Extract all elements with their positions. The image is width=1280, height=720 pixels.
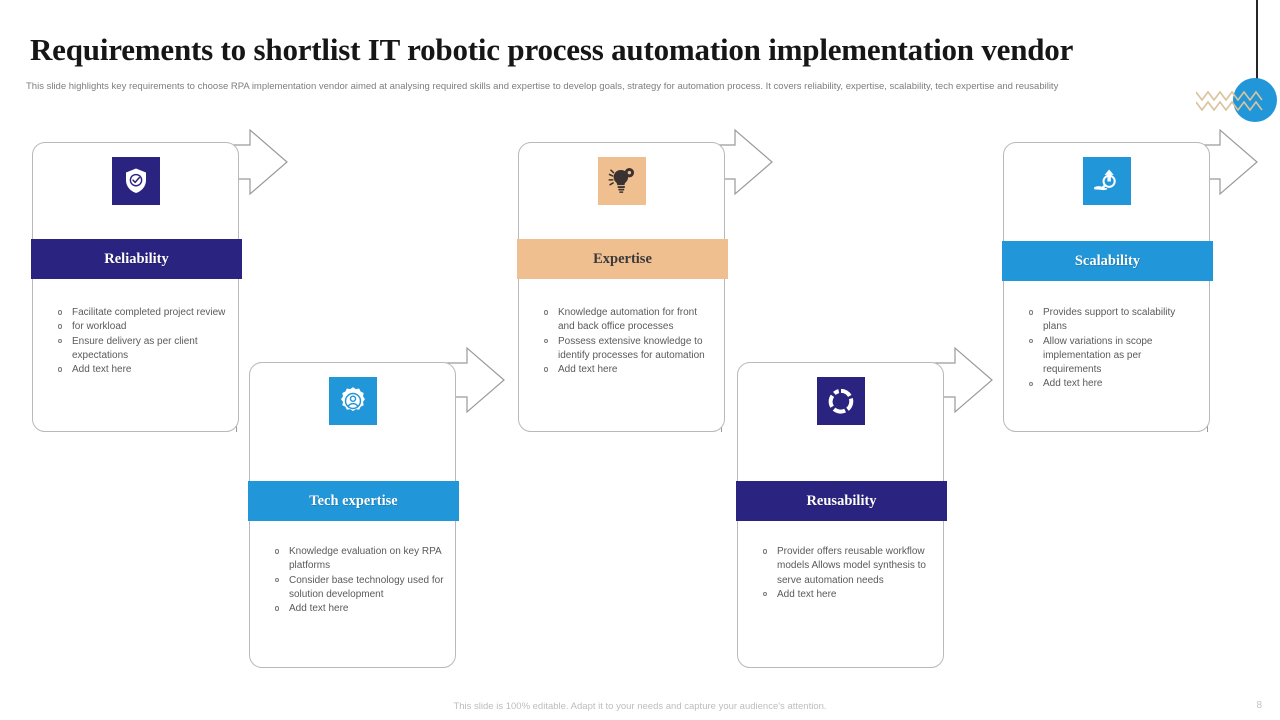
list-item: Knowledge automation for front and back … [541, 306, 714, 335]
list-item: Possess extensive knowledge to identify … [541, 335, 714, 364]
list-item: Add text here [55, 363, 228, 377]
list-item: Add text here [272, 602, 445, 616]
list-item: Ensure delivery as per client expectatio… [55, 335, 228, 364]
chevron-arrow-1-icon [135, 128, 290, 201]
card-bullets-expertise: Knowledge automation for front and back … [541, 306, 714, 377]
list-item: Add text here [541, 363, 714, 377]
decor-blue-circle [1233, 78, 1277, 122]
decor-zigzag-icon [1196, 84, 1264, 114]
list-item: Provides support to scalability plans [1026, 306, 1199, 335]
chevron-arrow-2-icon [352, 346, 507, 419]
page-title: Requirements to shortlist IT robotic pro… [30, 32, 1074, 67]
card-title-reliability: Reliability [104, 250, 169, 267]
card-bullets-reusability: Provider offers reusable workflow models… [760, 545, 933, 602]
list-item: for workload [55, 320, 228, 334]
chevron-arrow-4-icon [840, 346, 995, 419]
card-reusability[interactable]: Reusability Provider offers reusable wor… [736, 362, 947, 668]
list-item: Consider base technology used for soluti… [272, 574, 445, 603]
card-banner-expertise: Expertise [517, 239, 728, 279]
footer-note: This slide is 100% editable. Adapt it to… [453, 701, 827, 712]
card-bullets-reliability: Facilitate completed project review for … [55, 306, 228, 377]
recycle-circle-icon [816, 377, 865, 425]
page-number: 8 [1256, 700, 1262, 711]
lightbulb-gear-icon [597, 157, 646, 205]
list-item: Facilitate completed project review [55, 306, 228, 320]
list-item: Allow variations in scope implementation… [1026, 335, 1199, 378]
card-tech-expertise[interactable]: Tech expertise Knowledge evaluation on k… [248, 362, 459, 668]
card-title-reusability: Reusability [806, 492, 877, 509]
card-bullets-tech-expertise: Knowledge evaluation on key RPA platform… [272, 545, 445, 616]
list-item: Add text here [760, 588, 933, 602]
list-item: Knowledge evaluation on key RPA platform… [272, 545, 445, 574]
card-expertise[interactable]: Expertise Knowledge automation for front… [517, 142, 728, 432]
card-banner-reusability: Reusability [736, 481, 947, 521]
page-subtitle: This slide highlights key requirements t… [26, 81, 1059, 92]
card-title-scalability: Scalability [1074, 252, 1141, 269]
card-banner-tech-expertise: Tech expertise [248, 481, 459, 521]
card-banner-scalability: Scalability [1002, 241, 1213, 281]
card-reliability[interactable]: Reliability Facilitate completed project… [31, 142, 242, 432]
card-scalability[interactable]: Scalability Provides support to scalabil… [1002, 142, 1213, 432]
card-banner-reliability: Reliability [31, 239, 242, 279]
card-title-tech-expertise: Tech expertise [309, 492, 398, 509]
gear-user-icon [328, 377, 377, 425]
hand-arrow-up-icon [1082, 157, 1131, 205]
card-bullets-scalability: Provides support to scalability plans Al… [1026, 306, 1199, 392]
list-item: Provider offers reusable workflow models… [760, 545, 933, 588]
chevron-arrow-3-icon [620, 128, 775, 201]
chevron-arrow-5-icon [1105, 128, 1280, 201]
card-title-expertise: Expertise [593, 250, 652, 267]
shield-check-icon [111, 157, 160, 205]
decor-vertical-line [1256, 0, 1258, 104]
list-item: Add text here [1026, 377, 1199, 391]
